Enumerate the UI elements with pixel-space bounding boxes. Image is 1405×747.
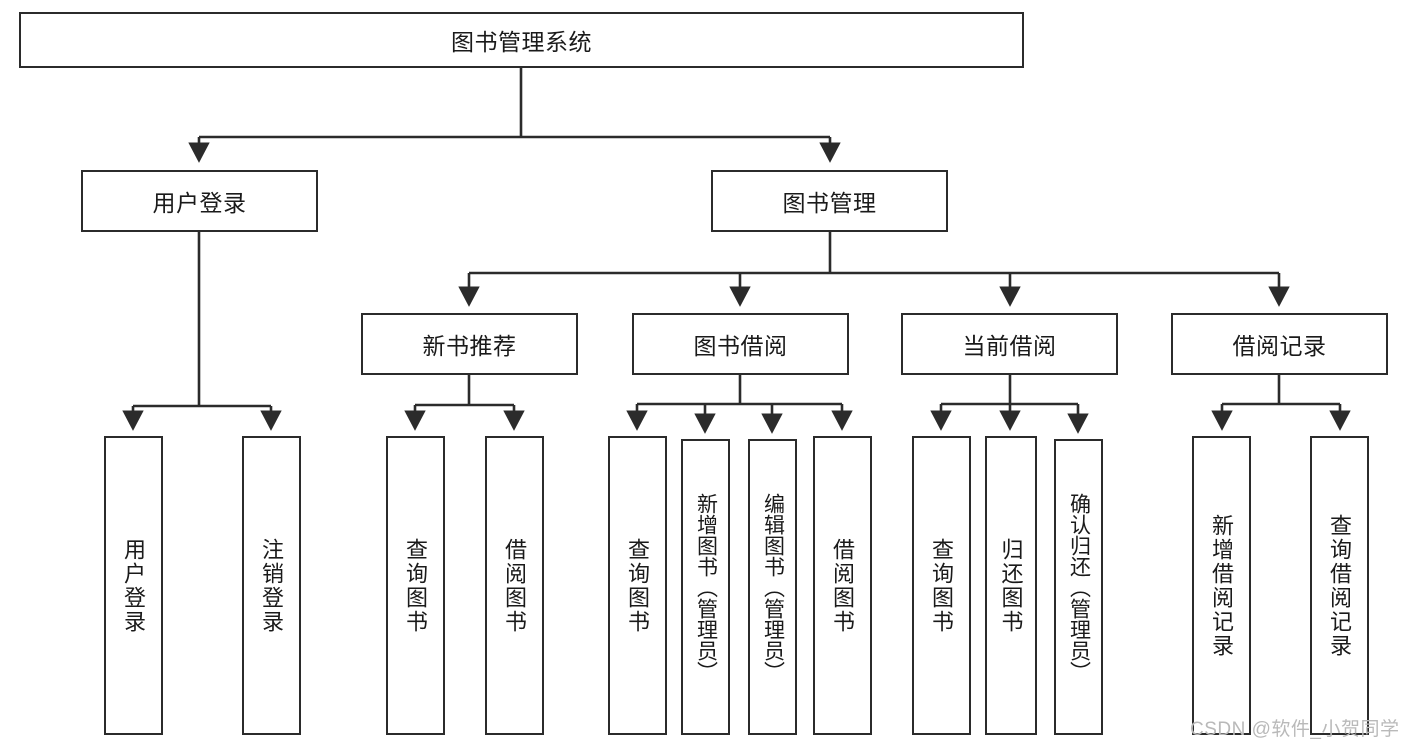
node-label: 新增图书（管理员）	[694, 492, 718, 682]
node-label: 借阅记录	[1232, 333, 1327, 359]
node-label: 图书管理	[782, 190, 877, 216]
node-leaf-add-book-admin[interactable]: 新增图书（管理员）	[681, 439, 730, 735]
node-label: 用户登录	[121, 537, 147, 634]
node-leaf-return-book[interactable]: 归还图书	[985, 436, 1037, 735]
node-label: 查询图书	[403, 537, 429, 634]
node-label: 注销登录	[259, 537, 285, 634]
node-leaf-query-book-borrow[interactable]: 查询图书	[608, 436, 667, 735]
node-label: 用户登录	[152, 190, 247, 216]
node-leaf-user-login[interactable]: 用户登录	[104, 436, 163, 735]
node-label: 确认归还（管理员）	[1067, 492, 1091, 682]
node-label: 当前借阅	[962, 333, 1057, 359]
node-user-login[interactable]: 用户登录	[81, 170, 318, 232]
node-borrow-record[interactable]: 借阅记录	[1171, 313, 1388, 375]
node-label: 查询图书	[625, 537, 651, 634]
node-leaf-edit-book-admin[interactable]: 编辑图书（管理员）	[748, 439, 797, 735]
node-leaf-borrow-book-recommend[interactable]: 借阅图书	[485, 436, 544, 735]
node-leaf-borrow-book[interactable]: 借阅图书	[813, 436, 872, 735]
node-book-management[interactable]: 图书管理	[711, 170, 948, 232]
node-label: 查询借阅记录	[1327, 513, 1353, 658]
node-new-book-recommend[interactable]: 新书推荐	[361, 313, 578, 375]
node-label: 新书推荐	[422, 333, 517, 359]
node-root-system[interactable]: 图书管理系统	[19, 12, 1024, 68]
node-book-borrow[interactable]: 图书借阅	[632, 313, 849, 375]
csdn-watermark: CSDN @软件_小贺同学	[1190, 719, 1400, 740]
node-label: 新增借阅记录	[1209, 513, 1235, 658]
node-label: 图书借阅	[693, 333, 788, 359]
node-leaf-add-borrow-record[interactable]: 新增借阅记录	[1192, 436, 1251, 735]
node-label: 查询图书	[929, 537, 955, 634]
node-leaf-confirm-return-admin[interactable]: 确认归还（管理员）	[1054, 439, 1103, 735]
node-leaf-query-borrow-record[interactable]: 查询借阅记录	[1310, 436, 1369, 735]
node-leaf-logout[interactable]: 注销登录	[242, 436, 301, 735]
node-label: 借阅图书	[830, 537, 856, 634]
node-leaf-query-book-current[interactable]: 查询图书	[912, 436, 971, 735]
node-leaf-query-book-recommend[interactable]: 查询图书	[386, 436, 445, 735]
node-current-borrow[interactable]: 当前借阅	[901, 313, 1118, 375]
node-label: 编辑图书（管理员）	[761, 492, 785, 682]
node-label: 归还图书	[998, 537, 1024, 634]
node-label: 借阅图书	[502, 537, 528, 634]
node-label: 图书管理系统	[451, 29, 592, 55]
